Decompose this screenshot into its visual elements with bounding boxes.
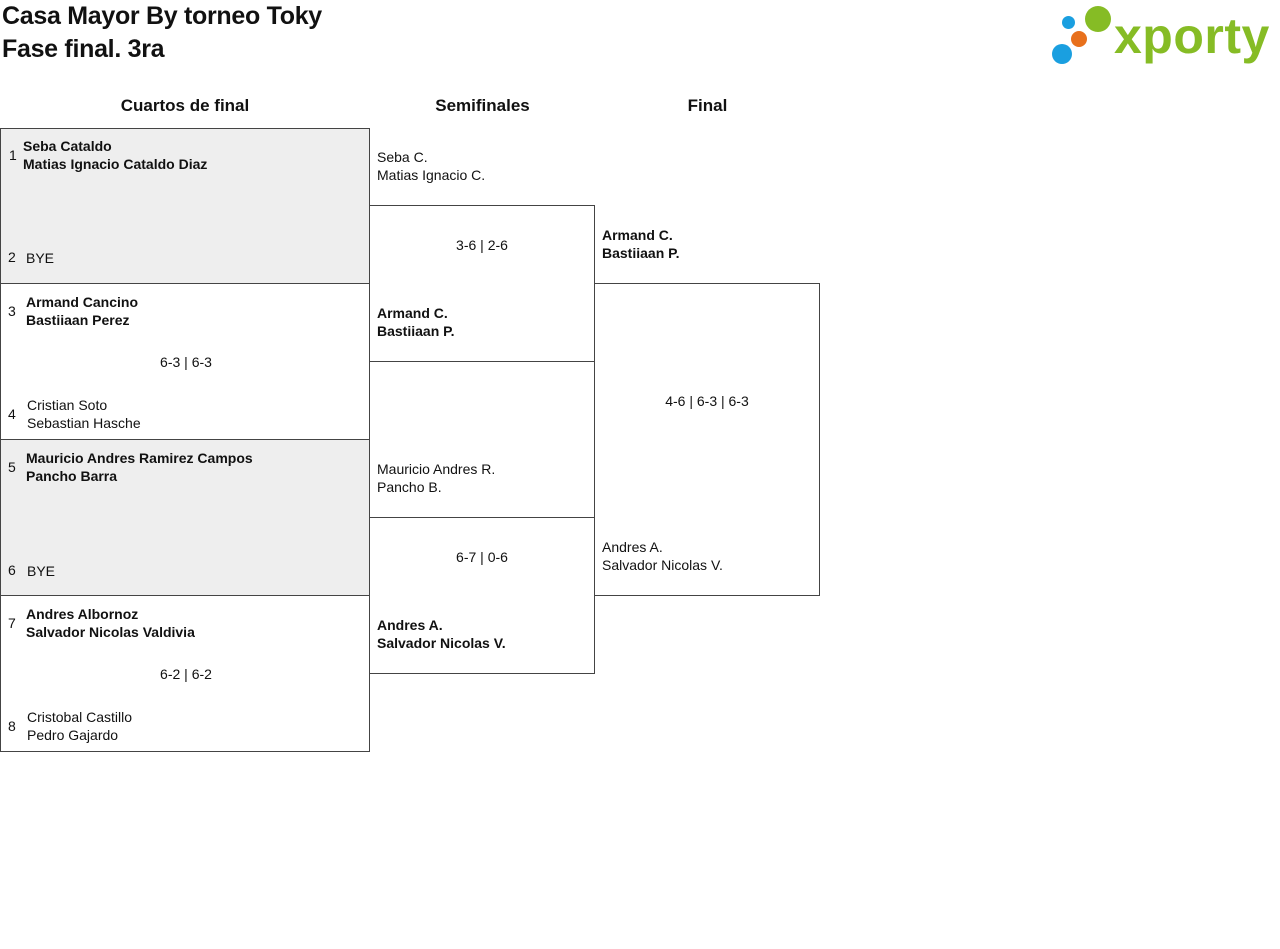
- logo-dot-orange: [1071, 31, 1087, 47]
- team-entry[interactable]: BYE: [27, 562, 55, 580]
- player-name: Bastiiaan P.: [602, 245, 680, 261]
- match-score: 4-6 | 6-3 | 6-3: [665, 393, 749, 409]
- seed-number: 3: [8, 303, 16, 319]
- seed-number: 4: [8, 406, 16, 422]
- round-header-quarterfinals: Cuartos de final: [120, 96, 250, 115]
- player-name: Andres Albornoz: [26, 606, 139, 622]
- seed-number: 5: [8, 459, 16, 475]
- match-score: 3-6 | 2-6: [456, 237, 508, 253]
- team-entry[interactable]: Andres A. Salvador Nicolas V.: [602, 538, 723, 574]
- logo-wordmark: xporty: [1114, 8, 1270, 64]
- player-name: Bastiiaan P.: [377, 323, 455, 339]
- seed-number: 2: [8, 249, 16, 265]
- team-entry[interactable]: Armand C. Bastiiaan P.: [377, 304, 455, 340]
- final-match[interactable]: 4-6 | 6-3 | 6-3 Andres A. Salvador Nicol…: [594, 283, 820, 596]
- player-name: BYE: [27, 563, 56, 579]
- tournament-title: Casa Mayor By torneo Toky: [2, 2, 322, 30]
- player-name: Salvador Nicolas V.: [377, 635, 506, 651]
- player-name: Seba C.: [377, 149, 428, 165]
- round-header-semifinals: Semifinales: [435, 96, 530, 115]
- player-name: Andres A.: [377, 617, 443, 633]
- player-name: Cristobal Castillo: [27, 709, 133, 725]
- logo-dot-blue: [1052, 44, 1072, 64]
- player-name: Salvador Nicolas V.: [602, 557, 723, 573]
- final-top-team[interactable]: Armand C. Bastiiaan P.: [602, 226, 680, 262]
- player-name: Matias Ignacio C.: [377, 167, 486, 183]
- team-entry[interactable]: BYE: [26, 249, 54, 267]
- round-header-final: Final: [687, 96, 728, 115]
- player-name: Mauricio Andres R.: [377, 461, 496, 477]
- team-entry[interactable]: Cristian Soto Sebastian Hasche: [27, 396, 141, 432]
- player-name: Pancho B.: [377, 479, 442, 495]
- player-name: Bastiiaan Perez: [26, 312, 130, 328]
- logo-dot-blue-small: [1062, 16, 1075, 29]
- player-name: Cristian Soto: [27, 397, 108, 413]
- seed-number: 1: [9, 147, 17, 163]
- match-score: 6-3 | 6-3: [160, 354, 212, 370]
- team-entry[interactable]: Andres A. Salvador Nicolas V.: [377, 616, 506, 652]
- team-entry[interactable]: Andres Albornoz Salvador Nicolas Valdivi…: [26, 605, 195, 641]
- player-name: Pedro Gajardo: [27, 727, 119, 743]
- team-entry[interactable]: Mauricio Andres Ramirez Campos Pancho Ba…: [26, 449, 253, 485]
- semifinal-match-2[interactable]: 6-7 | 0-6 Andres A. Salvador Nicolas V.: [369, 517, 595, 674]
- semifinal-match-1[interactable]: 3-6 | 2-6 Armand C. Bastiiaan P.: [369, 205, 595, 362]
- quarterfinal-match-3[interactable]: 5 Mauricio Andres Ramirez Campos Pancho …: [0, 439, 370, 596]
- player-name: Armand Cancino: [26, 294, 139, 310]
- player-name: Andres A.: [602, 539, 663, 555]
- player-name: Matias Ignacio Cataldo Diaz: [23, 156, 208, 172]
- quarterfinal-match-1[interactable]: 1 Seba Cataldo Matias Ignacio Cataldo Di…: [0, 128, 370, 284]
- player-name: Armand C.: [377, 305, 448, 321]
- xporty-logo[interactable]: xporty: [1050, 4, 1276, 68]
- semifinal-1-top-team[interactable]: Seba C. Matias Ignacio C.: [377, 148, 485, 184]
- player-name: Mauricio Andres Ramirez Campos: [26, 450, 253, 466]
- quarterfinal-match-4[interactable]: 7 Andres Albornoz Salvador Nicolas Valdi…: [0, 595, 370, 752]
- player-name: BYE: [26, 250, 55, 266]
- seed-number: 8: [8, 718, 16, 734]
- team-entry[interactable]: Cristobal Castillo Pedro Gajardo: [27, 708, 132, 744]
- team-entry[interactable]: Armand Cancino Bastiiaan Perez: [26, 293, 138, 329]
- quarterfinal-match-2[interactable]: 3 Armand Cancino Bastiiaan Perez 6-3 | 6…: [0, 283, 370, 440]
- team-entry[interactable]: Seba Cataldo Matias Ignacio Cataldo Diaz: [23, 137, 207, 173]
- seed-number: 6: [8, 562, 16, 578]
- player-name: Armand C.: [602, 227, 673, 243]
- player-name: Seba Cataldo: [23, 138, 112, 154]
- player-name: Salvador Nicolas Valdivia: [26, 624, 195, 640]
- match-score: 6-7 | 0-6: [456, 549, 508, 565]
- semifinal-2-top-team[interactable]: Mauricio Andres R. Pancho B.: [377, 460, 495, 496]
- player-name: Sebastian Hasche: [27, 415, 141, 431]
- logo-dot-green: [1085, 6, 1111, 32]
- player-name: Pancho Barra: [26, 468, 118, 484]
- match-score: 6-2 | 6-2: [160, 666, 212, 682]
- seed-number: 7: [8, 615, 16, 631]
- phase-title: Fase final. 3ra: [2, 35, 165, 63]
